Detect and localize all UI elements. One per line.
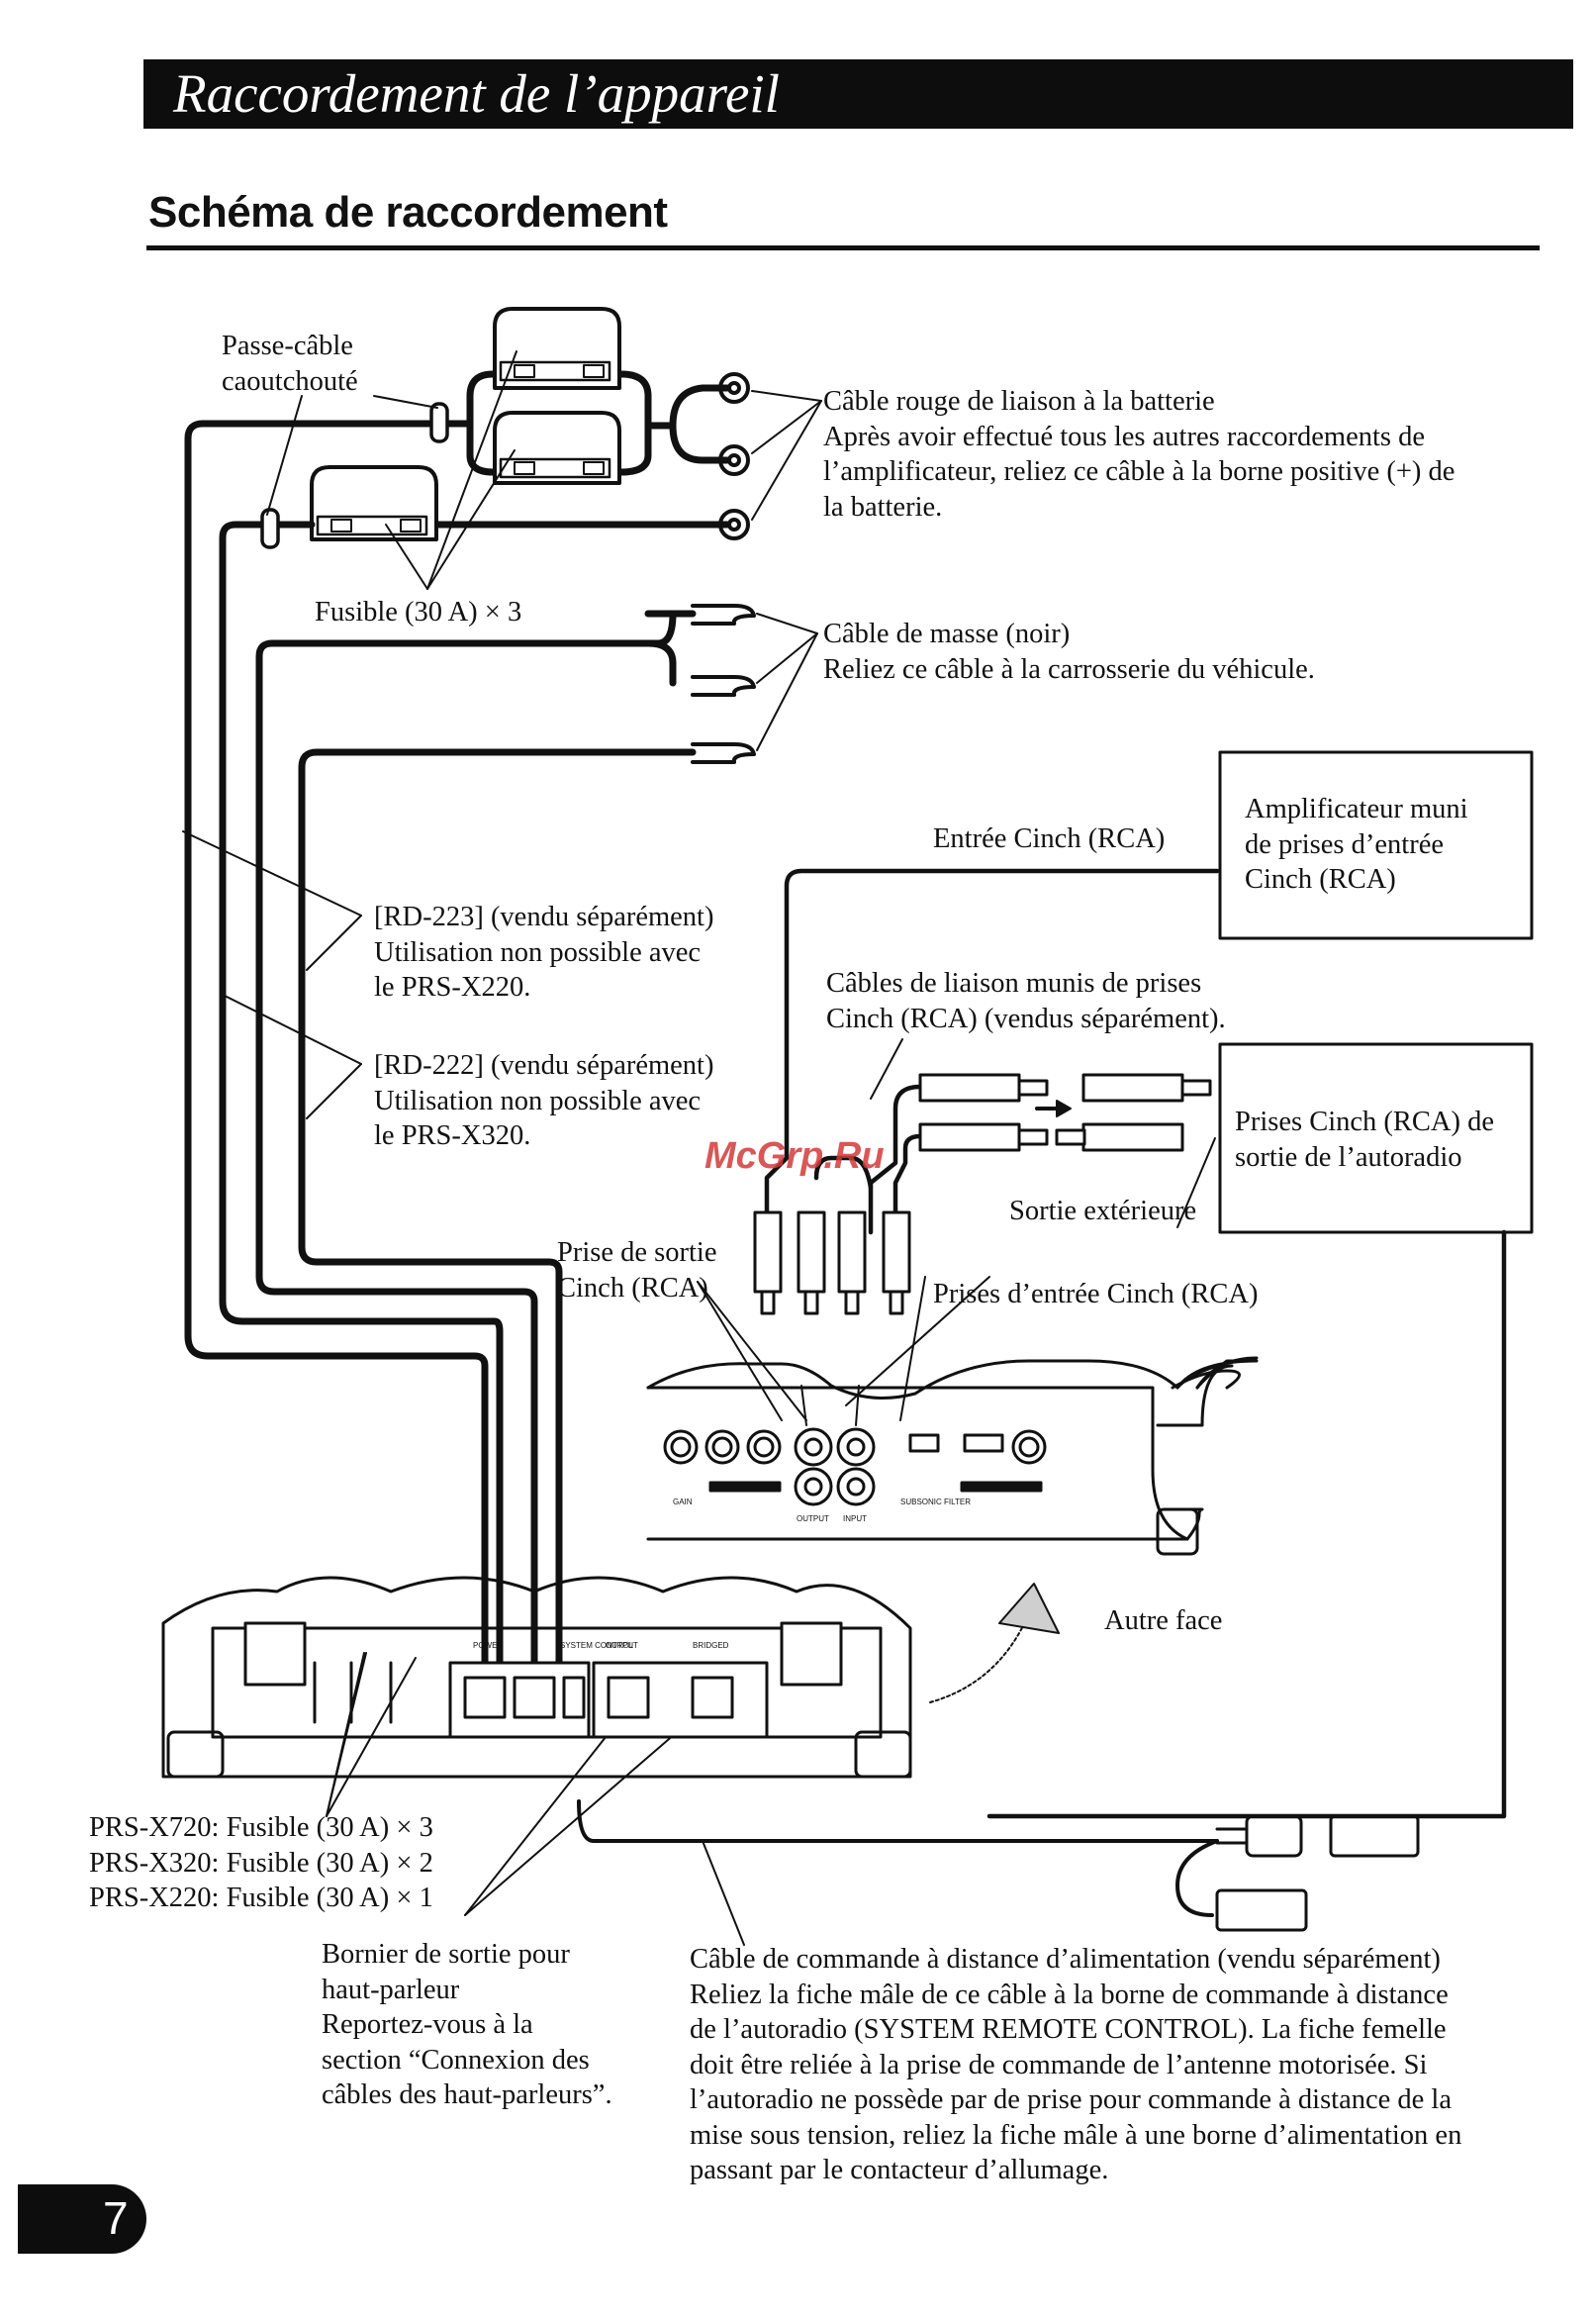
fuse-holder xyxy=(310,465,438,541)
fuse-label: Fusible (30 A) × 3 xyxy=(315,597,522,628)
panel-system-control-label: SYSTEM CONTROL xyxy=(560,1641,634,1650)
rca-in-jacks-label: Prises d’entrée Cinch (RCA) xyxy=(933,1279,1259,1309)
ext-out-label: Sortie extérieure xyxy=(1009,1196,1197,1226)
header-bar: Raccordement de l’appareil xyxy=(143,59,1573,129)
rca-input-label: Entrée Cinch (RCA) xyxy=(933,823,1166,854)
rd222-label: [RD-222] (vendu séparément)Utilisation n… xyxy=(374,1050,714,1151)
panel-input-label: INPUT xyxy=(843,1514,867,1523)
fuse-holder xyxy=(493,307,621,390)
ground-cable-label: Câble de masse (noir)Reliez ce câble à l… xyxy=(823,619,1315,685)
section-divider xyxy=(146,245,1540,250)
page-number-tab xyxy=(18,2184,146,2254)
section-title: Schéma de raccordement xyxy=(148,188,668,237)
other-side-label: Autre face xyxy=(1104,1605,1223,1636)
page-title: Raccordement de l’appareil xyxy=(173,63,780,124)
panel-bridged-label: BRIDGED xyxy=(693,1641,729,1650)
rd223-label: [RD-223] (vendu séparément)Utilisation n… xyxy=(374,902,714,1003)
fuse-holder xyxy=(493,411,621,485)
watermark: McGrp.Ru xyxy=(704,1135,885,1177)
panel-power-label: POWER xyxy=(473,1641,503,1650)
panel-subsonic-label: SUBSONIC FILTER xyxy=(900,1498,971,1506)
remote-cable-label: Câble de commande à distance d’alimentat… xyxy=(690,1944,1462,2185)
panel-gain-label: GAIN xyxy=(673,1498,693,1506)
page-number: 7 xyxy=(103,2192,129,2244)
panel-output-back-label: OUTPUT xyxy=(606,1641,638,1650)
panel-output-label: OUTPUT xyxy=(797,1514,829,1523)
